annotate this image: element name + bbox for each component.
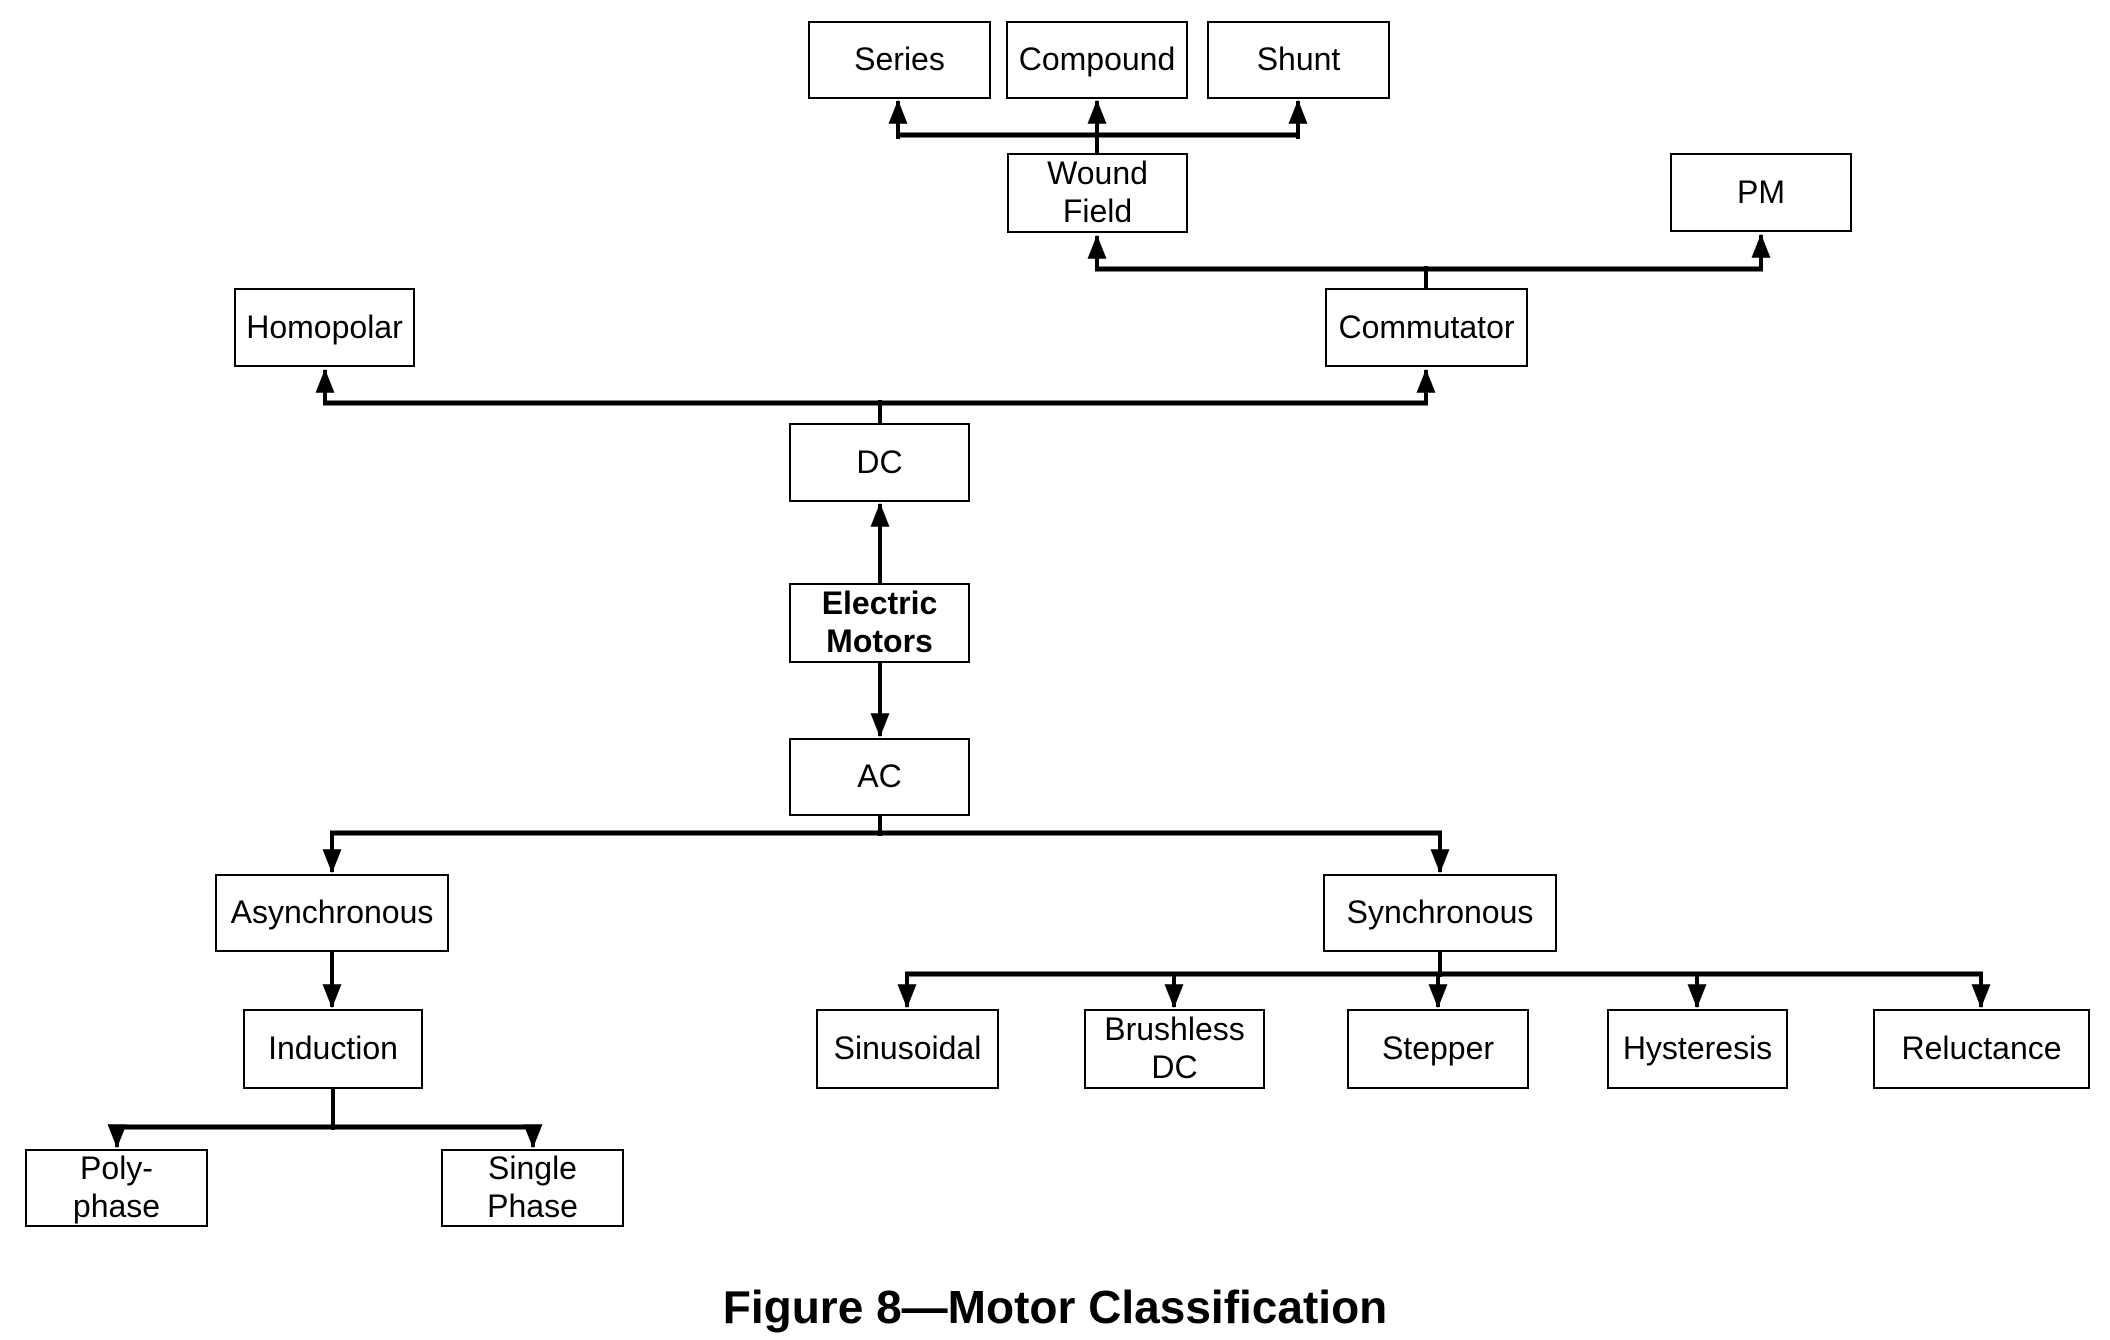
node-stepper: Stepper [1347,1009,1529,1089]
node-induction: Induction [243,1009,423,1089]
node-homopolar: Homopolar [234,288,415,367]
node-ac: AC [789,738,970,816]
node-asynchronous: Asynchronous [215,874,449,952]
node-hysteresis: Hysteresis [1607,1009,1788,1089]
node-pm: PM [1670,153,1852,232]
node-commutator: Commutator [1325,288,1528,367]
node-electric-motors: Electric Motors [789,583,970,663]
node-brushless-dc: Brushless DC [1084,1009,1265,1089]
node-reluctance: Reluctance [1873,1009,2090,1089]
synchronous-branch [897,950,1991,1009]
node-series: Series [808,21,991,99]
induction-branch [107,1087,543,1149]
ac-branch [322,814,1450,874]
dc-branch [315,368,1436,425]
node-shunt: Shunt [1207,21,1390,99]
node-single-phase: Single Phase [441,1149,624,1227]
node-compound: Compound [1006,21,1188,99]
commutator-branch [1087,233,1771,290]
node-sinusoidal: Sinusoidal [816,1009,999,1089]
node-synchronous: Synchronous [1323,874,1557,952]
node-wound-field: Wound Field [1007,153,1188,233]
wound-field-branch [888,99,1308,155]
node-dc: DC [789,423,970,502]
figure-caption: Figure 8—Motor Classification [722,1281,1388,1333]
node-poly-phase: Poly- phase [25,1149,208,1227]
